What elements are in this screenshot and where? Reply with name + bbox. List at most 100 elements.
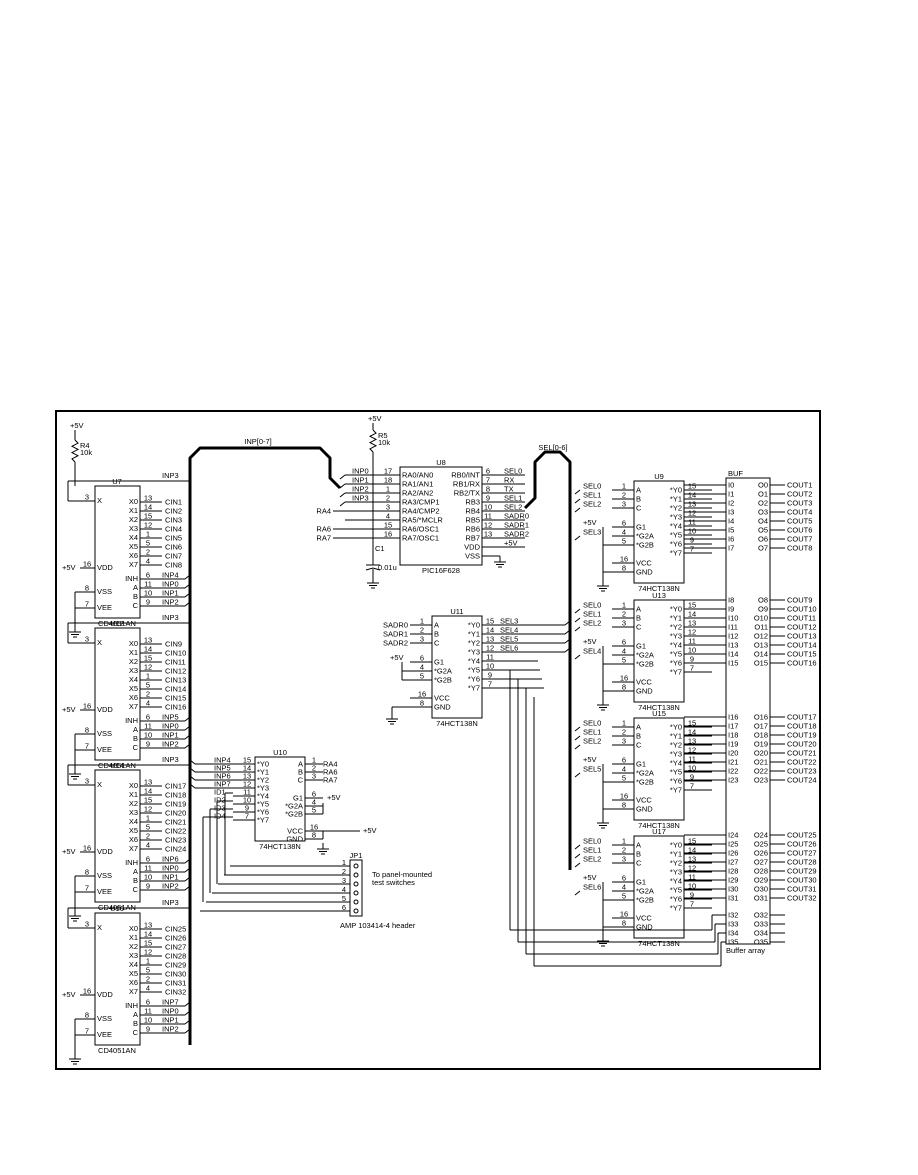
pic-pin-number: 10 (484, 503, 492, 512)
bus-entry (339, 474, 346, 480)
mux-pin-label: A (133, 1010, 138, 1019)
cout-net: COUT21 (787, 749, 817, 758)
ctrl-net: INP2 (162, 740, 179, 749)
mux-pin-label: X3 (129, 808, 138, 817)
mux-pin-number: 6 (146, 713, 150, 722)
mux-pin-label: X7 (129, 702, 138, 711)
mux-pin-label: VDD (97, 990, 113, 999)
u10-vcc-net: +5V (363, 826, 377, 835)
bus-entry (339, 483, 346, 489)
u11-out-net: SEL4 (500, 626, 518, 635)
u11-addr-net: SADR1 (383, 630, 408, 639)
dec-addr-net: SEL1 (583, 846, 601, 855)
cout-net: COUT5 (787, 517, 812, 526)
mux-pin-number: 15 (144, 512, 152, 521)
pic-ext-net: RA6 (316, 525, 331, 534)
buf-in-label: I10 (728, 614, 738, 623)
mux-pin-number: 9 (146, 882, 150, 891)
dec-pin-label: *Y0 (670, 841, 682, 850)
u10-out-net: INP6 (214, 772, 231, 781)
u11-g1-net: +5V (390, 653, 404, 662)
cin-net: CIN31 (165, 979, 186, 988)
buf-in-label: I22 (728, 767, 738, 776)
mux-body (94, 912, 141, 1046)
mux-pin-number: 11 (144, 580, 152, 589)
pic-pin-label: RB2/TX (454, 489, 480, 498)
buf-in-label: I25 (728, 840, 738, 849)
dec-pin-number: 16 (620, 674, 628, 683)
dec-pin-number: 9 (690, 536, 694, 545)
mux-pin-label: X7 (129, 987, 138, 996)
r5-supply: +5V (368, 414, 382, 423)
cout-net: COUT2 (787, 490, 812, 499)
buf-out-label: O24 (754, 831, 768, 840)
buf-in-label: I7 (728, 544, 734, 553)
ctrl-net: INP6 (162, 855, 179, 864)
u10-part: 74HCT138N (259, 842, 301, 851)
mux-part: CD4051AN (98, 1046, 136, 1055)
buf-out-label: O28 (754, 867, 768, 876)
mux-pin-number: 5 (146, 681, 150, 690)
ctrl-net: INP1 (162, 873, 179, 882)
dec-addr-net: SEL0 (583, 837, 601, 846)
ctrl-net: INP0 (162, 1007, 179, 1016)
pic-pin-label: RB0/INT (451, 471, 480, 480)
mux-pin-number: 5 (146, 539, 150, 548)
buf-in-label: I1 (728, 490, 734, 499)
buf-out-label: O2 (758, 499, 768, 508)
u11-out-net: SEL3 (500, 617, 518, 626)
dec-pin-number: 15 (688, 601, 696, 610)
pic-part: PIC16F628 (422, 566, 460, 575)
dec-pin-number: 9 (690, 773, 694, 782)
u11-pin-number: 11 (486, 653, 494, 662)
ctrl-net: INP0 (162, 580, 179, 589)
u11-pin-number: 2 (420, 626, 424, 635)
bus-entry (574, 772, 581, 778)
dec-pin-label: *Y2 (670, 623, 682, 632)
u10-addr-net: RA7 (323, 776, 338, 785)
cin-net: CIN10 (165, 649, 186, 658)
cin-net: CIN24 (165, 845, 186, 854)
bus-entry (574, 844, 581, 850)
u10-pin-label: B (298, 768, 303, 777)
dec-pin-label: *Y7 (670, 786, 682, 795)
dec-pin-number: 3 (622, 619, 626, 628)
u10-pin-number: 7 (245, 812, 249, 821)
dec-pin-number: 14 (688, 491, 696, 500)
jp1-pin-number: 4 (342, 885, 346, 894)
mux-pin-label: INH (125, 1001, 138, 1010)
dec-pin-label: C (636, 504, 642, 513)
cout-net: COUT13 (787, 632, 817, 641)
dec-pin-number: 7 (690, 782, 694, 791)
u10-pin-label: C (298, 776, 304, 785)
mux-pin-number: 14 (144, 930, 152, 939)
vdd-supply: +5V (62, 705, 76, 714)
dec-pin-label: *Y4 (670, 877, 682, 886)
mux-pin-label: X (97, 780, 102, 789)
mux-pin-number: 2 (146, 832, 150, 841)
u10-ref: U10 (273, 748, 287, 757)
cin-net: CIN13 (165, 676, 186, 685)
pic-net: INP0 (352, 467, 369, 476)
mux-pin-number: 12 (144, 663, 152, 672)
buf-in-label: I24 (728, 831, 738, 840)
u11-pin-label: *Y4 (468, 657, 480, 666)
dec-addr-net: SEL0 (583, 719, 601, 728)
dec-pin-label: *Y0 (670, 486, 682, 495)
dec-part: 74HCT138N (638, 821, 680, 830)
mux-pin-number: 11 (144, 1007, 152, 1016)
bus-entry (564, 620, 571, 626)
dec-pin-label: A (636, 605, 641, 614)
u11-pin-label: B (434, 630, 439, 639)
u10-out-net: ID1 (214, 788, 226, 797)
dec-pin-number: 13 (688, 619, 696, 628)
cin-net: CIN17 (165, 782, 186, 791)
cout-net: COUT4 (787, 508, 812, 517)
buf-in-label: I23 (728, 776, 738, 785)
dec-g1-net: +5V (583, 755, 597, 764)
dec-g2a-net: SEL4 (583, 647, 601, 656)
cout-net: COUT28 (787, 858, 817, 867)
buf-out-label: O9 (758, 605, 768, 614)
dec-pin-label: *Y0 (670, 605, 682, 614)
buf-in-label: I28 (728, 867, 738, 876)
